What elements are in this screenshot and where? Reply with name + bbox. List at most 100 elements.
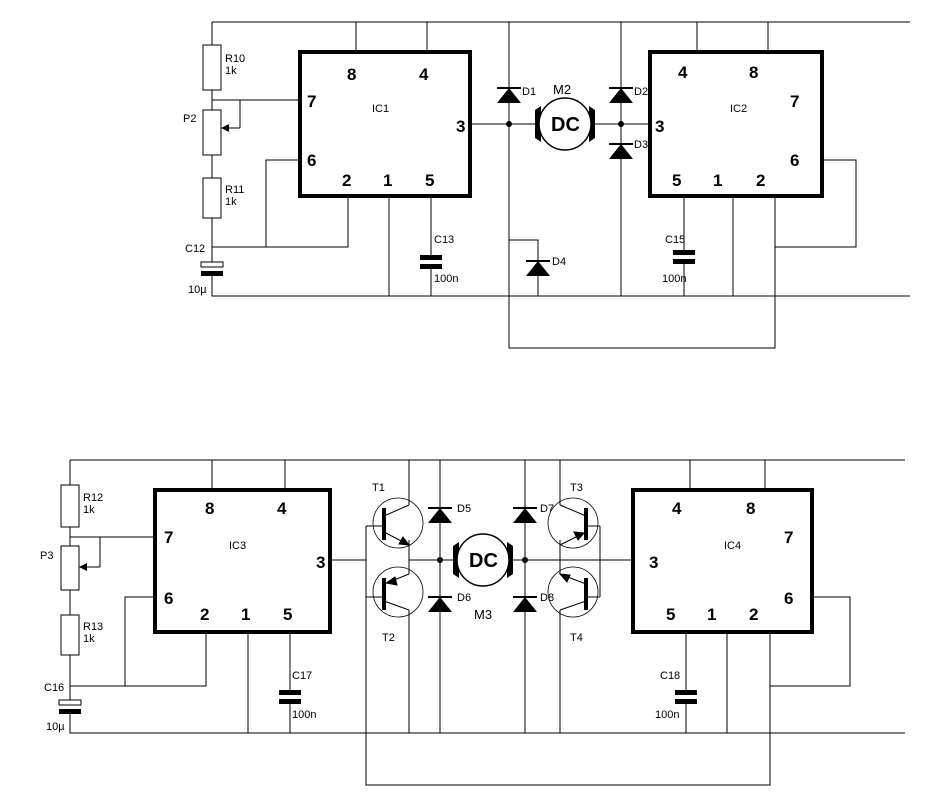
c13-value: 100n [434,273,458,285]
diode-d1 [496,87,522,104]
d1-label: D1 [522,86,536,98]
r11-label: R11 [225,184,244,196]
r13-value: 1k [83,633,95,645]
m2-dc-text: DC [551,114,580,136]
c16-value: 10µ [46,721,65,733]
t3-label: T3 [570,482,583,494]
c15-value: 100n [662,273,686,285]
ic4-pin4: 4 [672,499,682,518]
ic1-pin1: 1 [383,171,392,190]
diode-d6 [427,596,453,613]
r12-label: R12 [83,492,103,504]
ic2-pin3: 3 [655,117,664,136]
ic4-pin3: 3 [649,553,658,572]
c18-value: 100n [655,709,679,721]
ic3-pin2: 2 [200,605,209,624]
r12-value: 1k [83,504,95,516]
ic3 [153,488,332,634]
capacitor-c17 [279,690,301,704]
ic1-pin2: 2 [342,171,351,190]
potentiometer-p2 [202,109,222,156]
c13-label: C13 [434,234,454,246]
ic2-pin8: 8 [749,63,758,82]
ic4-pin2: 2 [749,605,758,624]
ic3-pin5: 5 [283,605,292,624]
d4-label: D4 [552,256,566,268]
diode-d8 [512,596,538,613]
wiper-arrow-icon [79,563,87,571]
ic2-pin2: 2 [756,171,765,190]
c18-label: C18 [660,670,680,682]
p2-label: P2 [183,113,196,125]
ic2-label: IC2 [730,103,747,115]
junction-dot [506,121,512,127]
transistor-t3 [547,497,599,549]
ic4-pin8: 8 [746,499,755,518]
ic2-pin1: 1 [713,171,722,190]
r13-label: R13 [83,621,103,633]
r11-value: 1k [225,196,237,208]
ic4-pin7: 7 [784,528,793,547]
ic3-pin4: 4 [277,499,287,518]
r10-value: 1k [225,65,237,77]
transistor-t4 [547,566,599,618]
resistor-r13 [60,614,80,656]
junction-dot [618,121,624,127]
ic4-pin5: 5 [666,605,675,624]
d2-label: D2 [634,86,648,98]
ic2-pin5: 5 [672,171,681,190]
ic4-pin1: 1 [707,605,716,624]
ic3-pin6: 6 [164,589,173,608]
ic2-pin4: 4 [678,63,688,82]
resistor-r10 [202,44,222,91]
ic4-label: IC4 [724,540,741,552]
ic1-pin8: 8 [347,65,356,84]
diode-d3 [608,143,634,160]
c17-value: 100n [292,709,316,721]
ic3-pin3: 3 [316,553,325,572]
diode-d4 [525,260,551,277]
c15-label: C15 [665,234,685,246]
ic2-pin6: 6 [790,151,799,170]
ic3-pin1: 1 [241,605,250,624]
diode-d5 [427,507,453,524]
ic2 [648,50,824,198]
circuit-bottom: IC3 IC4 R12 1k P3 R13 1k C16 10µ C17 100… [40,459,905,786]
d6-label: D6 [457,592,471,604]
t2-label: T2 [382,632,395,644]
capacitor-c15 [673,250,695,264]
d7-label: D7 [540,503,554,515]
m3-label: M3 [474,607,492,622]
ic4-pin6: 6 [784,589,793,608]
c12-label: C12 [185,243,205,255]
junction-dot [437,557,443,563]
d8-label: D8 [540,592,554,604]
potentiometer-p3 [60,545,80,591]
ic1-pin4: 4 [419,65,429,84]
d3-label: D3 [634,139,648,151]
diode-d7 [512,507,538,524]
m3-dc-text: DC [469,550,498,572]
m2-label: M2 [553,82,571,97]
capacitor-c16 [58,699,82,715]
ic1-label: IC1 [372,103,389,115]
circuit-top: IC1 IC2 R10 1k P2 R11 1k C12 10µ C13 100… [183,21,910,349]
ic1-pin7: 7 [307,92,316,111]
transistor-t2 [372,566,424,618]
diode-d2 [608,87,634,104]
d5-label: D5 [457,503,471,515]
c16-label: C16 [44,682,64,694]
ic3-pin7: 7 [164,528,173,547]
c12-value: 10µ [188,284,207,296]
ic1 [298,50,472,198]
capacitor-c13 [420,255,442,269]
ic4 [631,488,814,634]
junction-dot [522,557,528,563]
ic1-pin5: 5 [425,171,434,190]
resistor-r11 [202,177,222,219]
capacitor-c18 [675,690,697,704]
wiper-arrow-icon [221,124,229,132]
t4-label: T4 [570,632,583,644]
ic1-pin3: 3 [456,117,465,136]
